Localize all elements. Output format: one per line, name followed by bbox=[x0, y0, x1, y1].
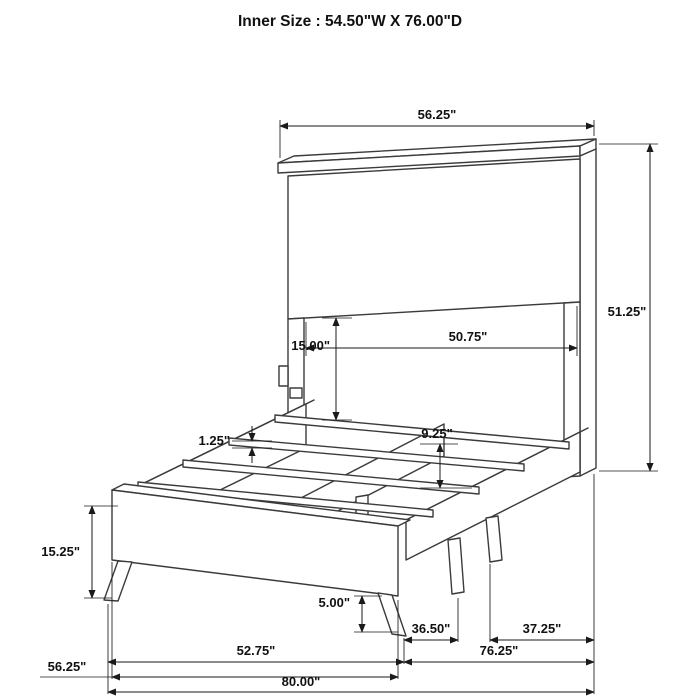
dim-slat-thickness: 1.25" bbox=[199, 426, 272, 463]
page-title: Inner Size : 54.50"W X 76.00"D bbox=[238, 13, 462, 30]
slat-3 bbox=[182, 459, 480, 495]
dim-panel-to-rail: 15.00" bbox=[291, 317, 352, 421]
dim-footboard-height: 15.25" bbox=[41, 505, 118, 599]
footboard-left-leg bbox=[103, 560, 133, 602]
bed-frame bbox=[129, 399, 589, 595]
dim-headboard-width: 56.25" bbox=[279, 107, 595, 158]
dim-label-side-rail-height: 9.25" bbox=[421, 426, 452, 441]
dim-label-inner-depth: 76.25" bbox=[480, 643, 519, 658]
dim-label-slat-thickness: 1.25" bbox=[199, 433, 230, 448]
dim-side-rail-height: 9.25" bbox=[420, 426, 472, 489]
dim-leg-height: 5.00" bbox=[319, 595, 398, 633]
dim-label-footboard-width: 56.25" bbox=[48, 659, 87, 674]
dim-label-headboard-width: 56.25" bbox=[418, 107, 457, 122]
dim-label-headboard-height: 51.25" bbox=[608, 304, 647, 319]
dim-inner-depth: 76.25" bbox=[403, 643, 595, 666]
rail-bracket-plate bbox=[289, 387, 303, 399]
dim-leg-span-inner: 36.50" bbox=[403, 621, 459, 644]
dim-label-panel-to-rail: 15.00" bbox=[291, 338, 330, 353]
dim-label-leg-height: 5.00" bbox=[319, 595, 350, 610]
rear-leg-b bbox=[485, 515, 503, 563]
dim-overall-depth: 80.00" bbox=[107, 674, 595, 696]
dim-inner-width: 50.75" bbox=[305, 306, 578, 356]
rail-bracket bbox=[278, 365, 289, 387]
dim-rail-span: 52.75" bbox=[107, 643, 405, 666]
slat-2 bbox=[228, 437, 525, 472]
footboard bbox=[103, 483, 411, 637]
dim-leg-span-outer: 37.25" bbox=[489, 621, 595, 644]
headboard-panel bbox=[287, 158, 581, 320]
rear-leg-a bbox=[447, 537, 465, 595]
dim-label-overall-depth: 80.00" bbox=[282, 674, 321, 689]
headboard-side-edge bbox=[579, 148, 597, 477]
dim-footboard-width: 56.25" bbox=[40, 659, 399, 681]
dim-headboard-height: 51.25" bbox=[599, 143, 658, 472]
dim-label-inner-width: 50.75" bbox=[449, 329, 488, 344]
footboard-front bbox=[111, 489, 399, 597]
dim-label-leg-span-outer: 37.25" bbox=[523, 621, 562, 636]
footboard-right-leg bbox=[377, 592, 407, 637]
dim-label-footboard-height: 15.25" bbox=[41, 544, 80, 559]
slat-1 bbox=[274, 414, 570, 450]
dim-label-rail-span: 52.75" bbox=[237, 643, 276, 658]
dim-label-leg-span-inner: 36.50" bbox=[412, 621, 451, 636]
